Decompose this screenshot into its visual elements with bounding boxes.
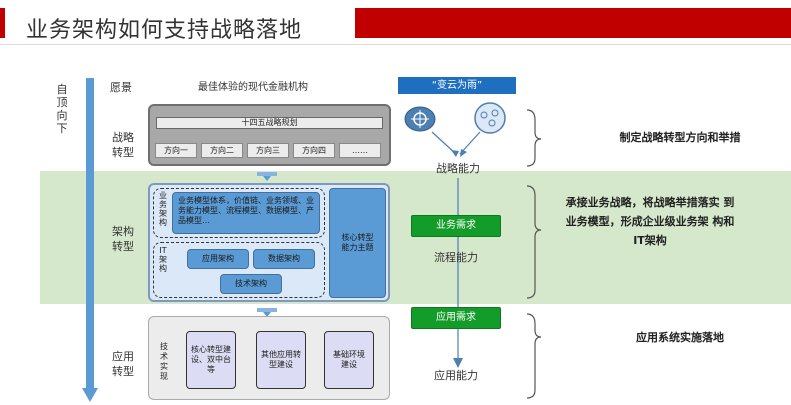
page-title: 业务架构如何支持战略落地 [26,18,303,43]
direction-4: 方向四 [293,143,335,158]
data-arch-box: 数据架构 [253,249,315,269]
arch-label: 架构转型 [112,225,134,253]
strategy-plan: 十四五战略规划 [156,117,383,129]
direction-3: 方向三 [247,143,289,158]
strategy-icons [404,102,506,157]
strategy-label: 战略转型 [112,131,134,159]
business-model-box: 业务模型体系，价值链、业务领域、业务能力模型、流程模型、数据模型、产品模型… [172,192,320,234]
business-requirement: 业务需求 [411,215,501,237]
direction-1: 方向一 [155,143,197,158]
process-capability: 流程能力 [434,251,478,264]
tech-impl-label: 技术实现 [160,342,168,381]
capability-flow-arrow [453,178,463,368]
business-arch-group [153,188,325,238]
vision-text: 最佳体验的现代金融机构 [198,82,308,93]
core-capability-box: 核心转型能力主题 [329,188,386,298]
it-arch-group [153,242,325,298]
app-capability: 应用能力 [434,369,478,382]
it-arch-label: IT架构 [159,246,167,273]
cloud-to-rain-label: “变云为雨” [398,77,516,94]
app-requirement: 应用需求 [411,307,501,329]
vision-label: 愿景 [110,81,132,94]
strategy-summary: 制定战略转型方向和举措 [619,131,741,144]
summary-brackets [526,109,542,399]
core-transform-box: 核心转型建设、双中台等 [186,331,236,389]
other-app-box: 其他应用转型建设 [256,331,306,389]
application-summary: 应用系统实施落地 [636,331,724,344]
architecture-summary: 承接业务战略，将战略举措落实 到业务模型，形成企业级业务架 构和IT架构 [565,196,735,247]
direction-more: …… [339,143,381,158]
header-red-bar [355,8,791,38]
business-arch-label: 业务架构 [159,191,167,227]
tech-arch-box: 技术架构 [220,274,282,294]
top-down-arrow [82,78,98,402]
app-label: 应用转型 [112,350,134,378]
strategy-capability: 战略能力 [436,162,480,175]
top-down-label: 自顶向下 [56,83,68,135]
infra-box: 基础环境建设 [324,331,374,389]
arch-to-app-arrow [257,308,277,317]
app-arch-box: 应用架构 [187,249,249,269]
header-divider [0,44,791,45]
direction-2: 方向二 [201,143,243,158]
strategy-to-arch-arrow [257,172,277,181]
title-accent-bar [0,8,5,38]
